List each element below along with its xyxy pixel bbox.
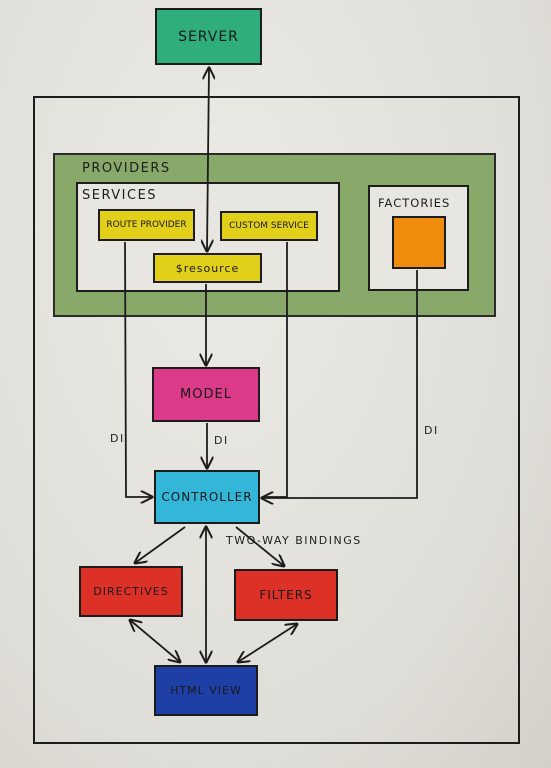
factory-box xyxy=(392,216,446,269)
edge-server-resource xyxy=(207,68,209,251)
controller-box: CONTROLLER xyxy=(154,470,260,524)
edge-filters-htmlview xyxy=(238,624,297,662)
resource-box: $RESOURCE xyxy=(153,253,262,283)
edge-controller-directives xyxy=(135,526,186,563)
model-box: MODEL xyxy=(152,367,260,422)
edge-factory-controller xyxy=(262,270,418,498)
di-label-right: DI xyxy=(424,424,439,437)
custom-service-box: CUSTOM SERVICE xyxy=(220,211,318,241)
html-view-box: HTML VIEW xyxy=(154,665,258,716)
edge-route-provider-controller xyxy=(124,241,152,497)
edge-directives-htmlview xyxy=(130,620,180,662)
server-box: SERVER xyxy=(155,8,262,65)
filters-box: FILTERS xyxy=(234,569,338,621)
factories-label: FACTORIES xyxy=(378,196,451,210)
providers-label: PROVIDERS xyxy=(82,161,171,176)
di-label-left: DI xyxy=(110,432,125,445)
edge-controller-filters xyxy=(235,526,284,566)
app-frame xyxy=(33,96,520,744)
route-provider-box: ROUTE PROVIDER xyxy=(98,209,195,241)
di-label-model: DI xyxy=(214,434,229,447)
services-label: SERVICES xyxy=(82,188,158,203)
two-way-bindings-label: TWO-WAY BINDINGS xyxy=(226,534,362,547)
edge-custom-service-controller xyxy=(262,242,288,498)
directives-box: DIRECTIVES xyxy=(79,566,183,617)
